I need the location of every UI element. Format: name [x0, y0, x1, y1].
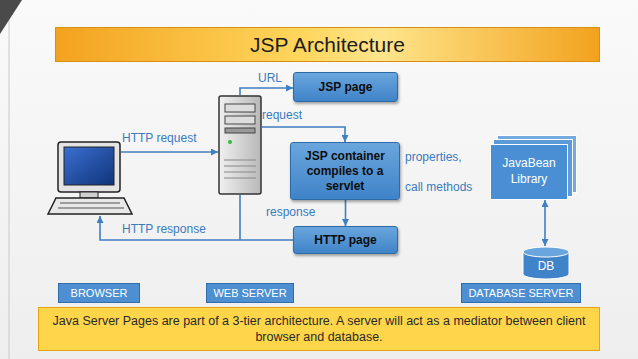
http-request-wire: [121, 151, 218, 153]
tier-tag: DATABASE SERVER: [461, 283, 580, 303]
flow-label: properties,: [405, 150, 462, 164]
node-text: DB: [538, 259, 555, 273]
request-wire: [262, 127, 345, 142]
http-response-wire: [100, 216, 293, 240]
flow-label: URL: [258, 71, 282, 85]
process-box: HTTP page: [293, 226, 398, 254]
flow-label: request: [262, 108, 302, 122]
node-text: JavaBean Library: [495, 156, 563, 187]
flow-label: HTTP request: [122, 131, 196, 145]
flow-label: HTTP response: [122, 222, 206, 236]
library-stack: JavaBean Library: [490, 144, 568, 200]
flow-label: call methods: [405, 180, 472, 194]
url-wire: [240, 88, 293, 95]
computer-icon: [48, 142, 132, 214]
flow-arrow: [544, 200, 546, 246]
caption-bar: Java Server Pages are part of a 3-tier a…: [38, 307, 600, 351]
node-text: JSP page: [319, 80, 373, 95]
corner-mark: [0, 0, 22, 34]
flow-arrow: [345, 200, 347, 226]
node-text: HTTP page: [314, 233, 376, 248]
side-rule: [9, 0, 10, 359]
process-box: JSP page: [293, 72, 398, 102]
database-cylinder: DB: [522, 246, 570, 280]
node-text: DATABASE SERVER: [468, 287, 573, 299]
node-text: JSP container compiles to a servlet: [297, 149, 393, 194]
server-icon: [219, 96, 261, 194]
slide-title: JSP Architecture: [55, 27, 600, 62]
node-text: BROWSER: [71, 287, 128, 299]
process-box: JSP container compiles to a servlet: [290, 142, 400, 200]
response-wire: [239, 195, 241, 240]
node-text: WEB SERVER: [213, 287, 286, 299]
tier-tag: WEB SERVER: [206, 283, 293, 303]
flow-label: response: [266, 205, 315, 219]
tier-tag: BROWSER: [58, 283, 140, 303]
